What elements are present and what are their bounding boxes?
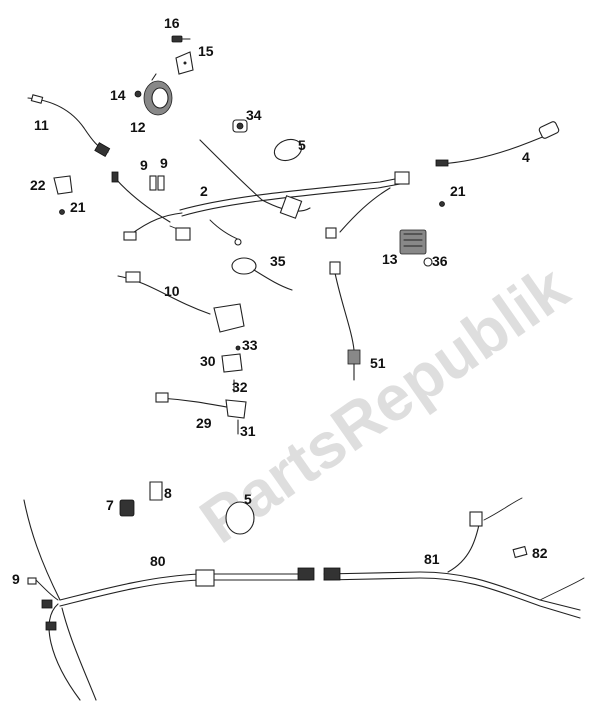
callout-14: 14 [110, 87, 126, 103]
callout-7: 7 [106, 497, 114, 513]
callout-9-c: 9 [12, 571, 20, 587]
cable-4 [435, 121, 560, 167]
callout-30: 30 [200, 353, 216, 369]
callout-5-bottom: 5 [244, 491, 252, 507]
callout-36: 36 [432, 253, 448, 269]
callout-16: 16 [164, 15, 180, 31]
harness-81 [323, 497, 585, 619]
horn-12 [143, 73, 173, 116]
callout-51: 51 [370, 355, 386, 371]
callout-21-left: 21 [70, 199, 86, 215]
callout-29: 29 [196, 415, 212, 431]
cover-30 [221, 353, 243, 373]
nut-36 [423, 257, 433, 267]
callout-82: 82 [532, 545, 548, 561]
screw-14 [134, 90, 142, 98]
callout-22: 22 [30, 177, 46, 193]
bracket-15 [175, 51, 194, 75]
cable-tie-5 [273, 138, 303, 162]
callout-12: 12 [130, 119, 146, 135]
callout-9-a: 9 [140, 157, 148, 173]
screw-33 [235, 345, 241, 351]
relay-7 [119, 499, 135, 517]
switch-10 [117, 271, 245, 333]
harness-80 [23, 499, 315, 701]
callout-32: 32 [232, 379, 248, 395]
part-82 [512, 545, 528, 559]
callout-9-b: 9 [160, 155, 168, 171]
callout-21-right: 21 [450, 183, 466, 199]
callout-5-top: 5 [298, 137, 306, 153]
screw-21-left [59, 209, 65, 215]
cable-tie-5-bottom [225, 501, 255, 535]
bolt-16 [171, 35, 191, 43]
grommet-34 [232, 119, 248, 133]
relay-35 [231, 257, 293, 291]
callout-35: 35 [270, 253, 286, 269]
callout-11: 11 [34, 117, 49, 133]
callout-10: 10 [164, 283, 180, 299]
callout-15: 15 [198, 43, 214, 59]
callout-33: 33 [242, 337, 258, 353]
bracket-22 [53, 175, 73, 195]
callout-4: 4 [522, 149, 530, 165]
callout-8: 8 [164, 485, 172, 501]
cable-29 [155, 392, 247, 419]
callout-13: 13 [382, 251, 398, 267]
cable-11 [27, 94, 111, 158]
sensor-51 [329, 261, 361, 381]
callout-34: 34 [246, 107, 262, 123]
regulator-13 [399, 229, 427, 255]
callout-31: 31 [240, 423, 256, 439]
main-harness-2 [111, 139, 410, 246]
callout-2: 2 [200, 183, 208, 199]
bracket-8 [149, 481, 163, 501]
callout-80: 80 [150, 553, 166, 569]
screw-21-right [439, 201, 445, 207]
callout-81: 81 [424, 551, 440, 567]
